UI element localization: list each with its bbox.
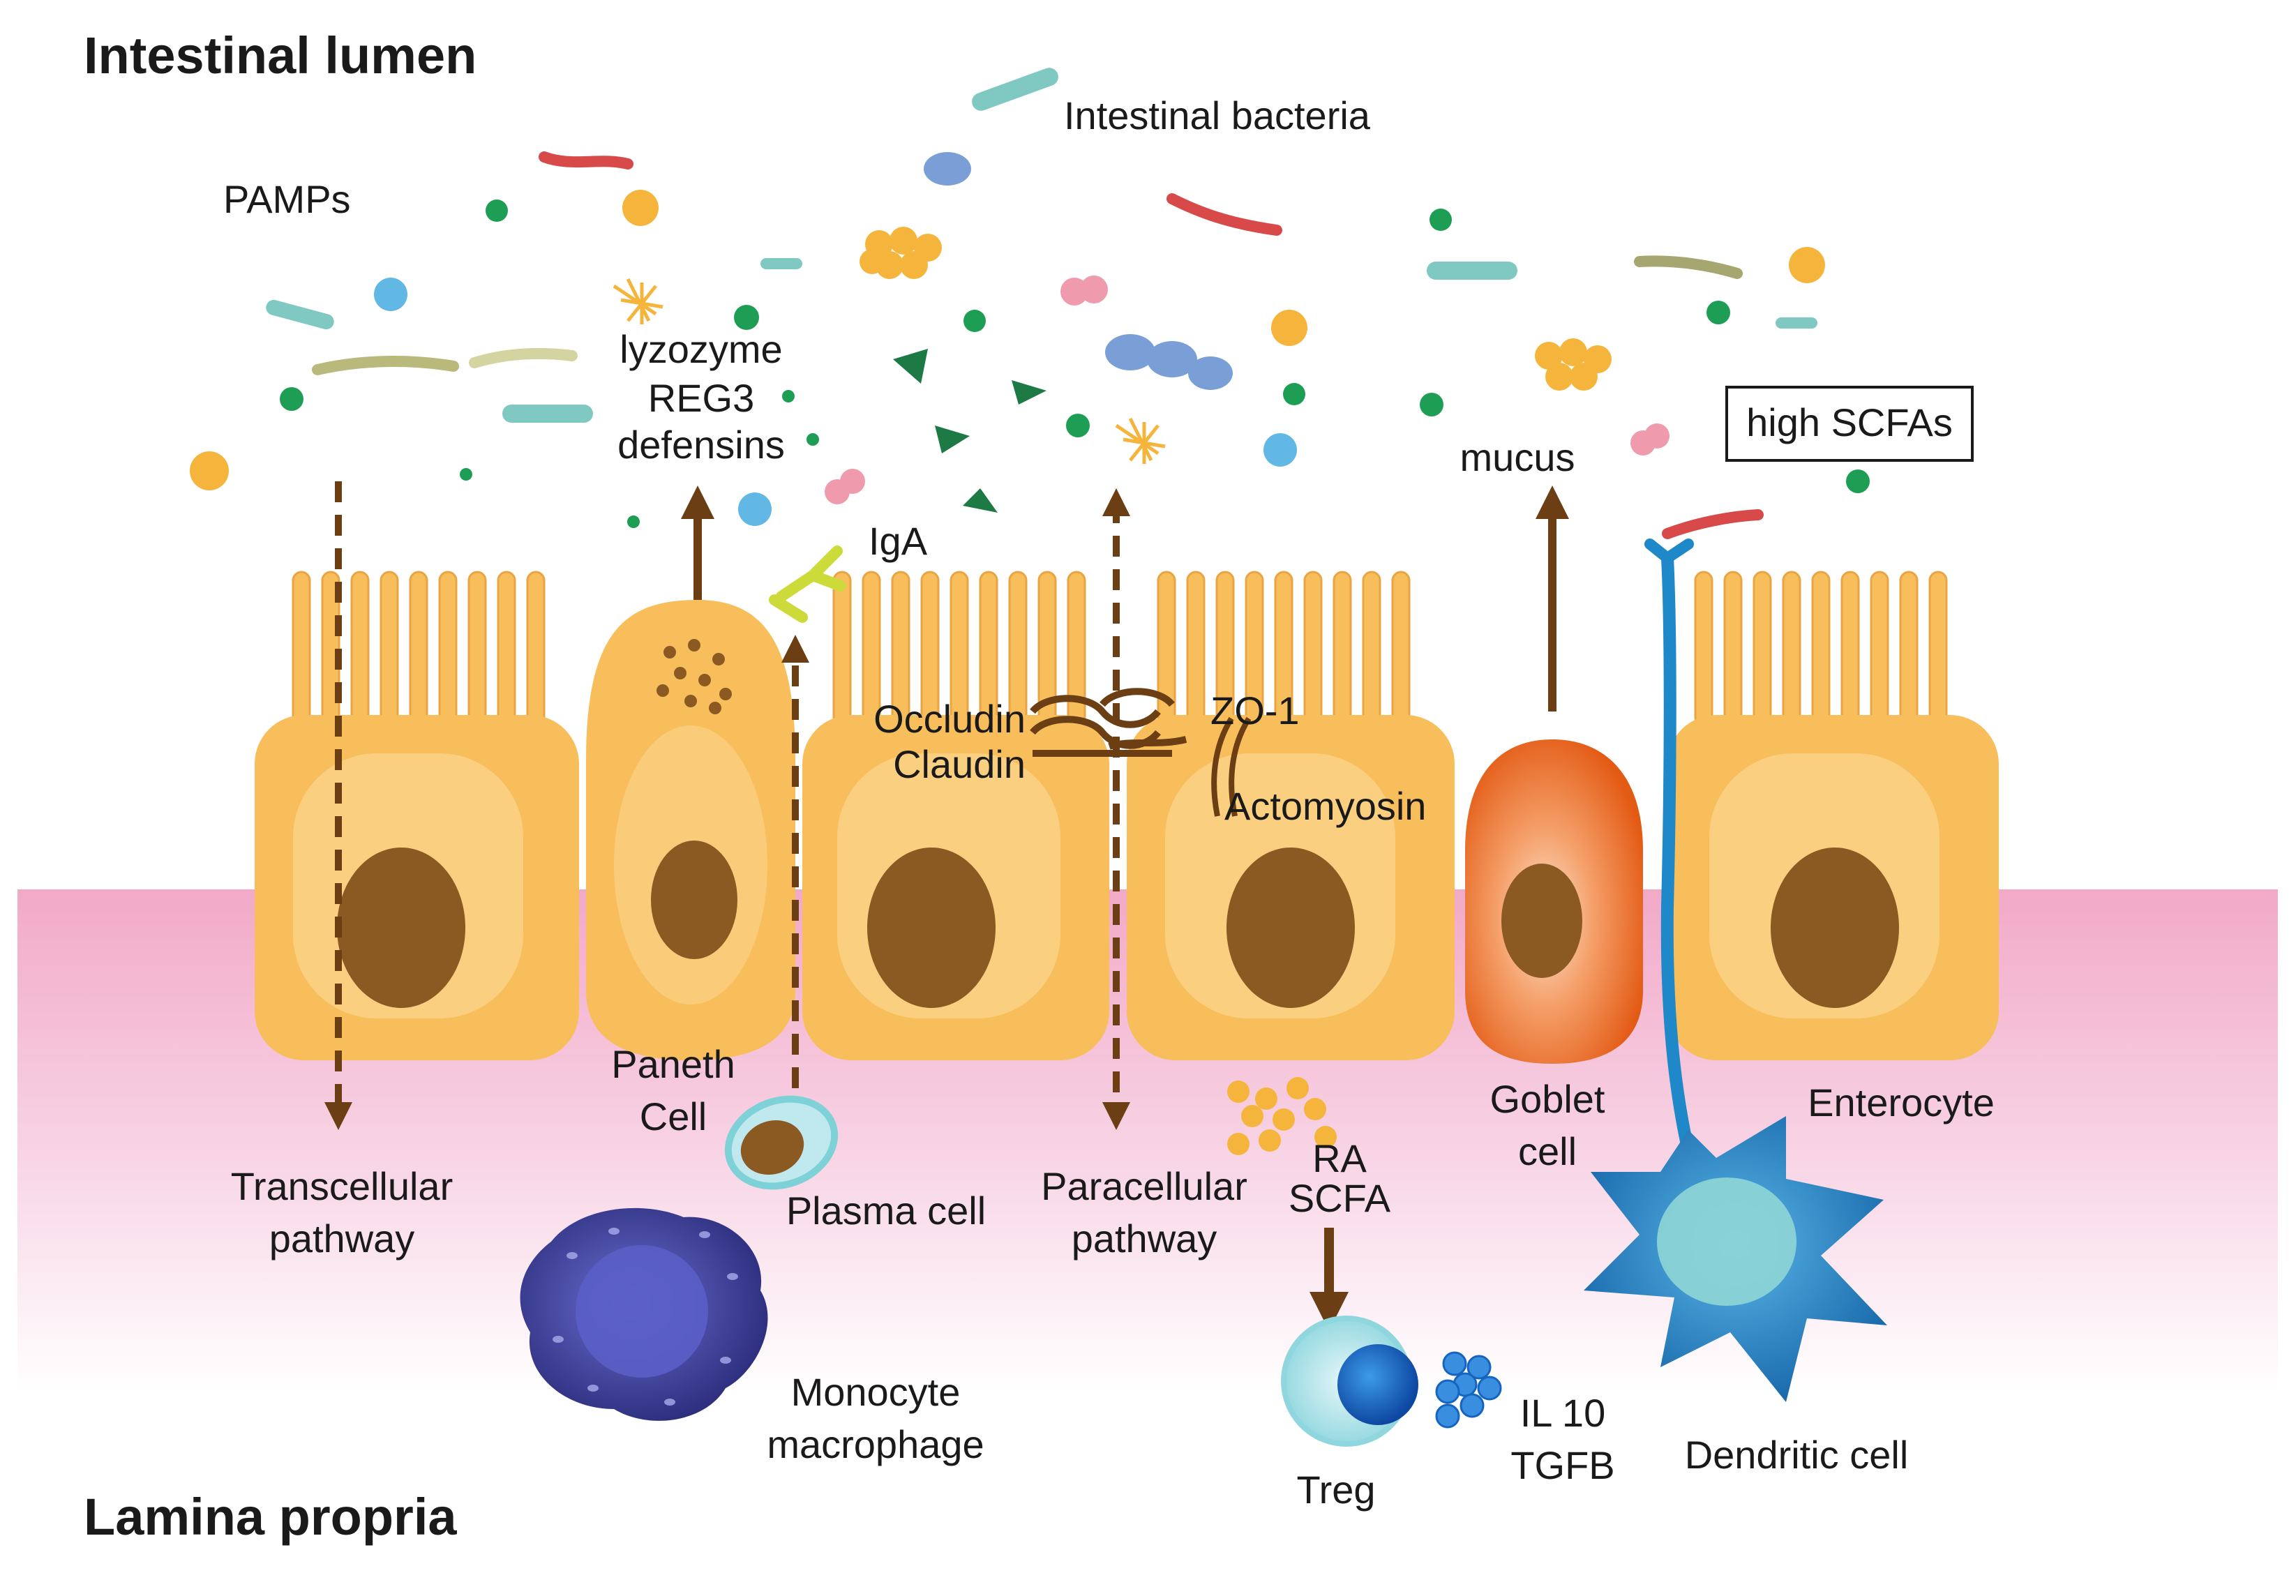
epithelial-layer <box>255 571 1999 1064</box>
paracellular-label-line2: pathway <box>1072 1217 1217 1260</box>
monocyte-label-line2: macrophage <box>767 1422 984 1466</box>
occludin-label: Occludin <box>873 697 1026 741</box>
transcellular-label-line2: pathway <box>269 1217 415 1260</box>
ra-scfa-particles <box>1227 1077 1337 1155</box>
monocyte-label-line1: Monocyte <box>791 1370 961 1414</box>
dendritic-cell <box>1584 539 1887 1402</box>
scfa-label: SCFA <box>1289 1176 1391 1220</box>
goblet-cell-label-line1: Goblet <box>1490 1077 1605 1121</box>
goblet-cell-label-line2: cell <box>1518 1129 1577 1173</box>
claudin-label: Claudin <box>893 742 1026 786</box>
zo1-label: ZO-1 <box>1210 688 1300 732</box>
intestinal-bacteria-label: Intestinal bacteria <box>1064 93 1371 137</box>
bacteria-and-pamps <box>190 68 1870 539</box>
paneth-granules <box>656 639 732 714</box>
enterocyte-label: Enterocyte <box>1808 1081 1995 1124</box>
defensins-label: defensins <box>617 423 785 467</box>
dendritic-cell-label: Dendritic cell <box>1685 1433 1909 1477</box>
paracellular-label-line1: Paracellular <box>1041 1164 1247 1208</box>
iga-antibody <box>769 545 846 623</box>
intestinal-lumen-title: Intestinal lumen <box>84 27 477 84</box>
paneth-nucleus <box>651 841 737 959</box>
plasma-cell <box>724 1095 839 1190</box>
enterocyte-nucleus-1 <box>337 848 465 1008</box>
tgfb-label: TGFB <box>1510 1443 1614 1487</box>
paneth-cell-label-line1: Paneth <box>611 1042 735 1086</box>
paneth-cell-label-line2: Cell <box>640 1094 707 1138</box>
high-scfas-label: high SCFAs <box>1746 400 1953 444</box>
enterocyte-nucleus-3 <box>1226 848 1355 1008</box>
ra-label: RA <box>1312 1136 1367 1180</box>
enterocyte-cell-2 <box>802 571 1109 1060</box>
lamina-propria-title: Lamina propria <box>84 1488 457 1546</box>
mucus-label: mucus <box>1460 435 1575 479</box>
microvilli-1 <box>292 571 546 727</box>
paneth-cell <box>586 600 795 1060</box>
enterocyte-cell-3 <box>1127 571 1455 1060</box>
monocyte-macrophage <box>520 1207 768 1421</box>
goblet-nucleus <box>1501 864 1582 978</box>
cytokine-particles <box>1435 1351 1502 1429</box>
goblet-cell <box>1465 739 1643 1064</box>
iga-label: IgA <box>869 519 928 563</box>
plasma-cell-label: Plasma cell <box>786 1189 986 1233</box>
pathway-arrows <box>324 481 1569 1331</box>
lyzozyme-label: lyzozyme <box>620 327 782 371</box>
actomyosin-filament <box>1211 716 1252 817</box>
treg-label: Treg <box>1296 1468 1375 1512</box>
transcellular-label-line1: Transcellular <box>231 1164 453 1208</box>
enterocyte-nucleus-4 <box>1771 848 1899 1008</box>
enterocyte-nucleus-2 <box>867 848 996 1008</box>
reg3-label: REG3 <box>648 376 755 420</box>
treg-cell <box>1281 1316 1418 1447</box>
enterocyte-cell-4 <box>1667 571 1999 1060</box>
pamps-label: PAMPs <box>223 177 351 221</box>
il10-label: IL 10 <box>1520 1391 1605 1435</box>
enterocyte-cell-1 <box>255 571 579 1060</box>
high-scfas-box <box>1725 386 1974 462</box>
actomyosin-label: Actomyosin <box>1224 784 1426 828</box>
